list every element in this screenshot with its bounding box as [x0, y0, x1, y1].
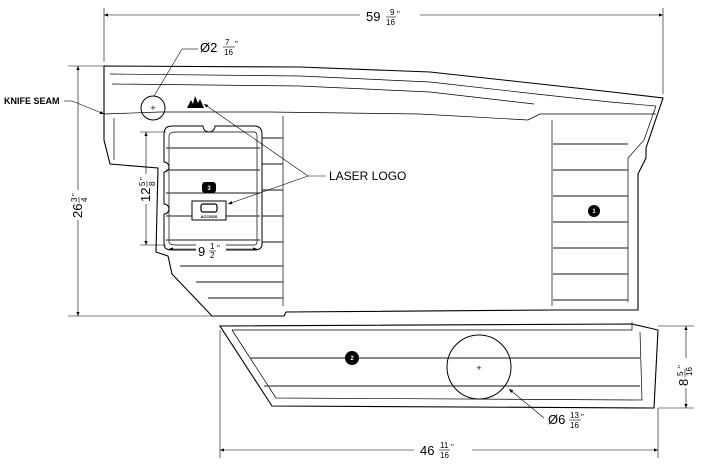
knife-seam-label: KNIFE SEAM — [4, 96, 60, 106]
door-slats — [166, 147, 260, 241]
part-1-badge: 1 — [588, 205, 600, 217]
door-logo-text: ACCESS — [201, 214, 218, 219]
callout-laser-logo: LASER LOGO — [203, 103, 406, 205]
svg-text:": " — [139, 177, 148, 180]
top-panel-outline — [103, 65, 664, 317]
laser-logo-icon — [187, 96, 204, 108]
dim-door-width: 9 1 2 " — [169, 242, 257, 260]
knife-seam-line — [103, 111, 656, 121]
laser-logo-label: LASER LOGO — [329, 169, 406, 183]
svg-text:59: 59 — [366, 9, 380, 24]
small-hole-center: + — [150, 103, 155, 113]
svg-text:": " — [397, 10, 400, 19]
bottom-slats — [250, 357, 640, 387]
part-2-badge: 2 — [345, 351, 359, 365]
svg-text:": " — [217, 244, 220, 253]
dim-overall-width: 59 9 16 " — [103, 7, 664, 94]
svg-text:13: 13 — [570, 411, 579, 420]
door-inner-outline — [168, 131, 258, 246]
dim-overall-height: 26 3 4 " — [68, 65, 212, 317]
door-logo-plate: ACCESS — [191, 200, 227, 221]
svg-text:1: 1 — [210, 242, 215, 251]
dim-door-height: 12 5 8 " — [138, 131, 166, 246]
svg-text:1: 1 — [592, 209, 596, 215]
svg-text:8: 8 — [676, 379, 691, 386]
part-3-badge: 3 — [202, 182, 216, 193]
dim-bottom-height: 8 5 16 " — [658, 325, 694, 409]
svg-text:": " — [71, 193, 80, 196]
bottom-panel-outline — [218, 323, 659, 409]
small-hole: + — [140, 95, 166, 121]
svg-text:16: 16 — [570, 421, 579, 430]
svg-text:16: 16 — [386, 18, 395, 27]
svg-text:3: 3 — [207, 186, 211, 192]
svg-text:Ø6: Ø6 — [548, 412, 565, 427]
svg-text:8: 8 — [148, 181, 157, 186]
svg-text:2: 2 — [210, 251, 215, 260]
svg-text:": " — [677, 365, 686, 368]
top-panel — [103, 65, 664, 317]
svg-text:5: 5 — [138, 181, 147, 186]
svg-text:5: 5 — [676, 371, 685, 376]
top-panel-inner-seam — [109, 73, 657, 302]
large-hole-center: + — [476, 363, 481, 373]
svg-text:2: 2 — [350, 356, 354, 362]
callout-knife-seam: KNIFE SEAM — [4, 96, 105, 115]
svg-text:Ø2: Ø2 — [200, 40, 217, 55]
top-inner-edge — [111, 83, 535, 105]
svg-text:": " — [235, 40, 238, 49]
large-hole: + — [446, 334, 512, 400]
right-slats — [553, 143, 628, 301]
svg-text:3: 3 — [70, 197, 79, 202]
svg-text:": " — [451, 443, 454, 452]
svg-text:26: 26 — [70, 204, 85, 218]
svg-text:9: 9 — [390, 8, 395, 17]
svg-text:9: 9 — [198, 244, 205, 259]
bottom-panel-inner — [231, 322, 643, 401]
dim-bottom-width: 46 11 16 " — [219, 330, 659, 460]
callout-small-hole: Ø2 7 16 " — [153, 38, 238, 97]
svg-text:16: 16 — [224, 48, 233, 57]
svg-text:7: 7 — [225, 38, 230, 47]
svg-text:11: 11 — [440, 441, 449, 450]
bottom-panel — [218, 322, 659, 409]
svg-text:4: 4 — [80, 197, 89, 202]
access-door: ACCESS 3 — [163, 125, 263, 251]
svg-text:46: 46 — [420, 443, 434, 458]
svg-text:16: 16 — [685, 367, 694, 376]
svg-text:": " — [581, 413, 584, 422]
svg-text:16: 16 — [440, 451, 449, 460]
lower-slats — [180, 137, 283, 299]
svg-text:12: 12 — [138, 188, 153, 202]
callout-large-hole: Ø6 13 16 " — [508, 388, 584, 430]
